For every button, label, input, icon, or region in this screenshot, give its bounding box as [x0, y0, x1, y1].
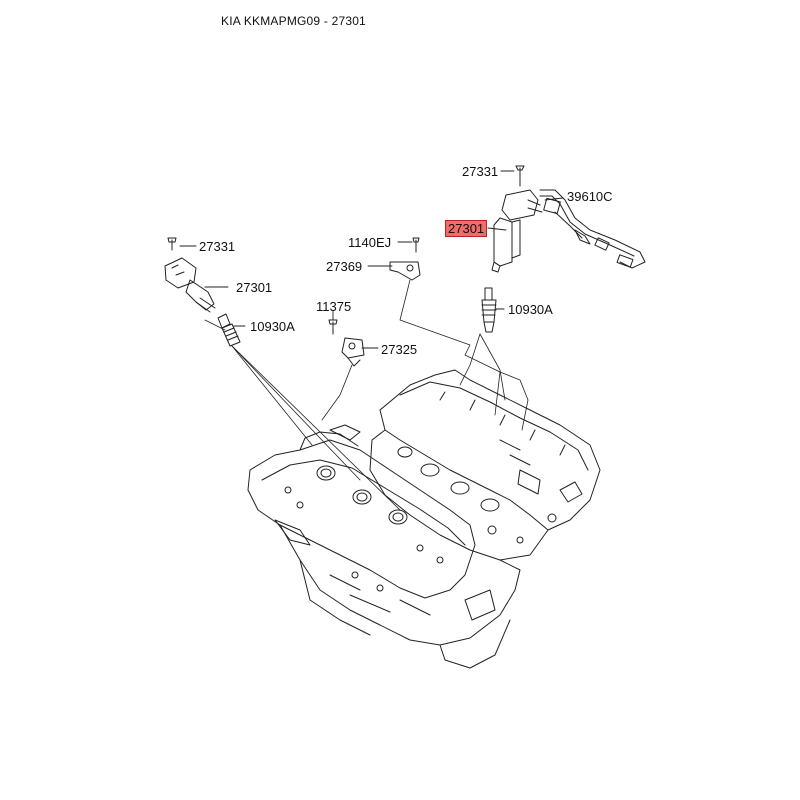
sensor-27325	[328, 319, 365, 367]
callout-27301-selected[interactable]: 27301	[445, 220, 488, 237]
callout-ticks	[179, 170, 564, 349]
callout-39610c[interactable]: 39610C	[567, 189, 613, 204]
callout-1140ej[interactable]: 1140EJ	[348, 235, 392, 250]
callout-27331-right[interactable]: 27331	[462, 164, 499, 179]
engine-block	[247, 369, 601, 669]
bracket-27369	[389, 237, 421, 281]
page-title: KIA KKMAPMG09 - 27301	[221, 14, 366, 28]
leader-lines	[204, 279, 529, 511]
wiring-harness	[539, 189, 646, 269]
callout-10930a-right[interactable]: 10930A	[508, 302, 553, 317]
callout-27301-left[interactable]: 27301	[236, 280, 273, 295]
callout-11375[interactable]: 11375	[316, 299, 352, 314]
callout-27325[interactable]: 27325	[381, 342, 418, 357]
spark-plug-right	[481, 287, 497, 333]
callout-27369[interactable]: 27369	[326, 259, 363, 274]
callout-27331-left[interactable]: 27331	[199, 239, 236, 254]
spark-plug-left	[217, 313, 241, 347]
callout-10930a-left[interactable]: 10930A	[250, 319, 295, 334]
ignition-coil-right	[491, 165, 543, 273]
ignition-coil-left	[164, 237, 216, 313]
